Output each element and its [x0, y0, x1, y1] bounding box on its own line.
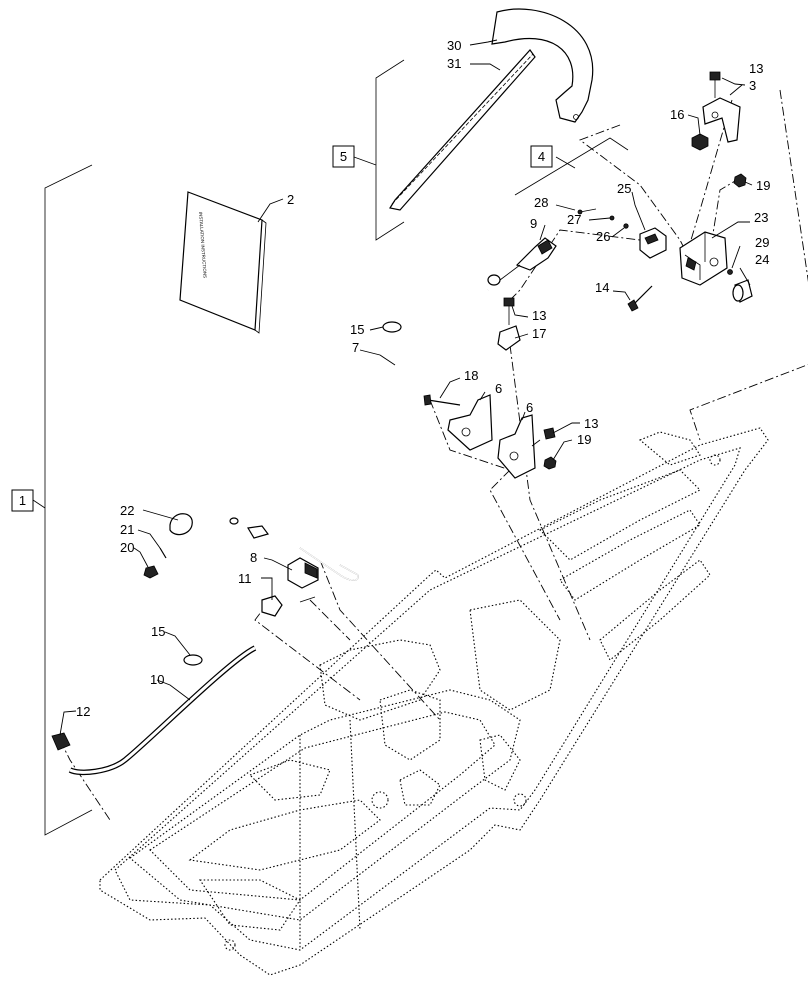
callout-18: 18: [464, 368, 478, 383]
callout-14: 14: [595, 280, 609, 295]
callout-13-a: 13: [749, 61, 763, 76]
kit-box-5: 5: [332, 145, 355, 168]
callout-26: 26: [596, 229, 610, 244]
terminal-11: [261, 595, 316, 617]
bolt-14: [627, 285, 653, 312]
clip-15-b: [183, 654, 203, 666]
callout-16: 16: [670, 107, 684, 122]
connector-8: [287, 557, 319, 589]
clamp-17: [497, 325, 521, 351]
screw-21: [159, 547, 167, 559]
callout-29: 29: [755, 235, 769, 250]
clamp-22: [169, 513, 193, 536]
callout-13-b: 13: [532, 308, 546, 323]
kit-label-4: 4: [538, 149, 545, 164]
bolt-18: [423, 394, 461, 406]
callout-10: 10: [150, 672, 164, 687]
bracket-6-b: [497, 414, 536, 479]
washer-27: [609, 215, 615, 221]
callout-17: 17: [532, 326, 546, 341]
kit-label-5: 5: [340, 149, 347, 164]
callout-6-a: 6: [495, 381, 502, 396]
nut-19-a: [733, 173, 747, 188]
booklet-title: INSTALLATION INSTRUCTIONS: [198, 212, 208, 279]
instruction-booklet-2: INSTALLATION INSTRUCTIONS: [179, 191, 267, 334]
kit-bracket-5: [353, 59, 405, 241]
callout-19-a: 19: [756, 178, 770, 193]
callout-11: 11: [238, 571, 252, 586]
bolt-13-a: [709, 71, 721, 98]
callout-13-c: 13: [584, 416, 598, 431]
bolt-13-b: [503, 297, 515, 325]
cylinder-24: [732, 279, 753, 303]
callouts: 30 31 2 13 3 16 19 28 25 27 26 23 29 24 …: [76, 38, 770, 719]
callout-15-b: 15: [151, 624, 165, 639]
cable-7: [174, 288, 489, 525]
callout-31: 31: [447, 56, 461, 71]
bracket-3-hole: [711, 111, 719, 119]
bolt-13-c: [531, 427, 556, 447]
callout-15-a: 15: [350, 322, 364, 337]
bracket-6-a: [447, 394, 493, 451]
chain-31: [389, 49, 536, 211]
nut-20: [143, 565, 159, 579]
kit-bracket-4: [514, 137, 629, 196]
callout-28: 28: [534, 195, 548, 210]
callout-27: 27: [567, 212, 581, 227]
kit-label-1: 1: [19, 493, 26, 508]
latch-23: [679, 231, 728, 286]
connector-9: [487, 237, 557, 286]
wire-10: [68, 645, 257, 775]
callout-8: 8: [250, 550, 257, 565]
nut-16: [691, 133, 709, 151]
callout-25: 25: [617, 181, 631, 196]
callout-3: 3: [749, 78, 756, 93]
switch-25: [639, 227, 667, 259]
callout-9: 9: [530, 216, 537, 231]
callout-24: 24: [755, 252, 769, 267]
callout-20: 20: [120, 540, 134, 555]
callout-23: 23: [754, 210, 768, 225]
kit-box-1: 1: [11, 489, 34, 512]
kit-box-4: 4: [530, 145, 553, 168]
callout-19-b: 19: [577, 432, 591, 447]
screw-28: [577, 208, 597, 215]
connector-12: [51, 732, 71, 751]
nut-26: [623, 223, 629, 229]
bracket-6-a-hole: [461, 427, 471, 437]
kit-bracket-1: [32, 164, 93, 836]
callout-12: 12: [76, 704, 90, 719]
assembly-lines: [59, 89, 808, 821]
leader-lines: [59, 39, 753, 736]
frame-outline: [99, 427, 769, 976]
wire-harness-short: [247, 525, 359, 581]
hook-hole: [573, 114, 579, 120]
callout-22: 22: [120, 503, 134, 518]
bracket-6-b-hole: [509, 451, 519, 461]
callout-6-b: 6: [526, 400, 533, 415]
callout-2: 2: [287, 192, 294, 207]
part-29: [727, 269, 733, 275]
clip-15-a: [382, 321, 402, 333]
callout-7: 7: [352, 340, 359, 355]
callout-21: 21: [120, 522, 134, 537]
bracket-3: [702, 97, 741, 143]
hook-30: [491, 8, 594, 123]
callout-30: 30: [447, 38, 461, 53]
